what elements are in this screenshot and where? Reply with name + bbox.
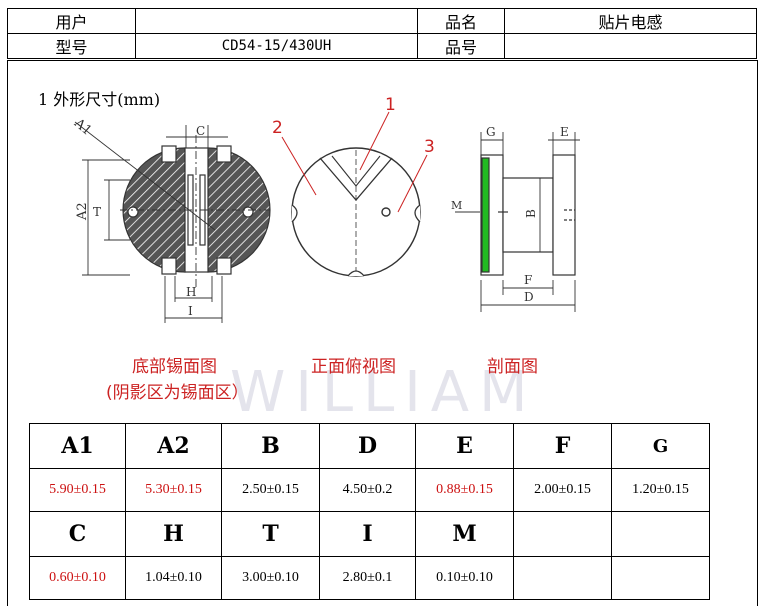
front-view-notches (291, 204, 421, 277)
table-row: 0.60±0.10 1.04±0.10 3.00±0.10 2.80±0.1 0… (29, 556, 710, 600)
dim-value-a1: 5.90±0.15 (29, 468, 126, 512)
dim-header-c: C (29, 511, 126, 557)
callout-2-leader (281, 136, 317, 196)
dim-value-t: 3.00±0.10 (221, 556, 320, 600)
dimension-table: A1 A2 B D E F G 5.90±0.15 5.30±0.15 2.50… (29, 423, 710, 600)
dim-value-m: 0.10±0.10 (415, 556, 514, 600)
dim-a1-label: A1 (70, 115, 94, 138)
dim-header-m: M (415, 511, 514, 557)
callout-3: 3 (424, 137, 435, 157)
dim-value-b: 2.50±0.15 (221, 468, 320, 512)
dim-value-empty-2 (611, 556, 710, 600)
dim-m-label: M (451, 199, 462, 212)
dim-header-t: T (221, 511, 320, 557)
section-view (480, 154, 576, 276)
dim-header-h: H (125, 511, 222, 557)
dim-d-label: D (524, 290, 534, 304)
callout-3-leader (397, 154, 428, 213)
bottom-view-dims (82, 125, 228, 323)
dim-header-a2: A2 (125, 423, 222, 469)
tin-area (481, 157, 490, 273)
dim-value-a2: 5.30±0.15 (125, 468, 222, 512)
dim-t-label: T (93, 205, 101, 219)
dim-header-a1: A1 (29, 423, 126, 469)
user-value (135, 8, 418, 34)
bottom-view (74, 121, 271, 290)
dim-a2-label: A2 (75, 202, 90, 221)
user-label: 用户 (7, 8, 136, 34)
front-view (291, 147, 421, 277)
model-value: CD54-15/430UH (135, 33, 418, 59)
dim-header-empty-1 (513, 511, 612, 557)
dim-value-empty-1 (513, 556, 612, 600)
dim-value-f: 2.00±0.15 (513, 468, 612, 512)
dim-h-label: H (186, 285, 196, 299)
dim-header-e: E (415, 423, 514, 469)
section-view-dims (455, 132, 580, 312)
dim-value-e: 0.88±0.15 (415, 468, 514, 512)
caption-front: 正面俯视图 (311, 357, 396, 377)
dim-header-d: D (319, 423, 416, 469)
dim-header-f: F (513, 423, 612, 469)
dim-value-d: 4.50±0.2 (319, 468, 416, 512)
dim-g-label: G (486, 125, 496, 139)
dim-f-label: F (524, 273, 532, 287)
dim-value-c: 0.60±0.10 (29, 556, 126, 600)
dim-value-i: 2.80±0.1 (319, 556, 416, 600)
dim-i-label: I (188, 304, 193, 318)
dim-header-b: B (221, 423, 320, 469)
callout-1-leader (359, 111, 390, 171)
dim-value-h: 1.04±0.10 (125, 556, 222, 600)
dim-e-label: E (560, 125, 569, 139)
caption-bottom-line2: (阴影区为锡面区） (106, 383, 249, 403)
table-row: A1 A2 B D E F G (29, 423, 710, 469)
part-value (504, 33, 757, 59)
table-row: 5.90±0.15 5.30±0.15 2.50±0.15 4.50±0.2 0… (29, 468, 710, 512)
dim-b-label: B (524, 209, 538, 218)
dim-c-label: C (196, 124, 205, 138)
name-value: 贴片电感 (504, 8, 757, 34)
dim-header-g: G (611, 423, 710, 469)
dim-header-empty-2 (611, 511, 710, 557)
caption-section: 剖面图 (487, 357, 538, 377)
header-table: 用户 品名 贴片电感 型号 CD54-15/430UH 品号 (7, 8, 757, 59)
content-frame (7, 60, 758, 606)
callout-2: 2 (272, 118, 283, 138)
part-label: 品号 (417, 33, 505, 59)
section-title: 1 外形尺寸(mm) (38, 90, 161, 109)
callout-1: 1 (385, 95, 396, 115)
caption-bottom-line1: 底部锡面图 (132, 357, 217, 377)
dim-header-i: I (319, 511, 416, 557)
table-row: C H T I M (29, 511, 710, 557)
watermark: WILLIAM (230, 360, 538, 425)
dim-value-g: 1.20±0.15 (611, 468, 710, 512)
